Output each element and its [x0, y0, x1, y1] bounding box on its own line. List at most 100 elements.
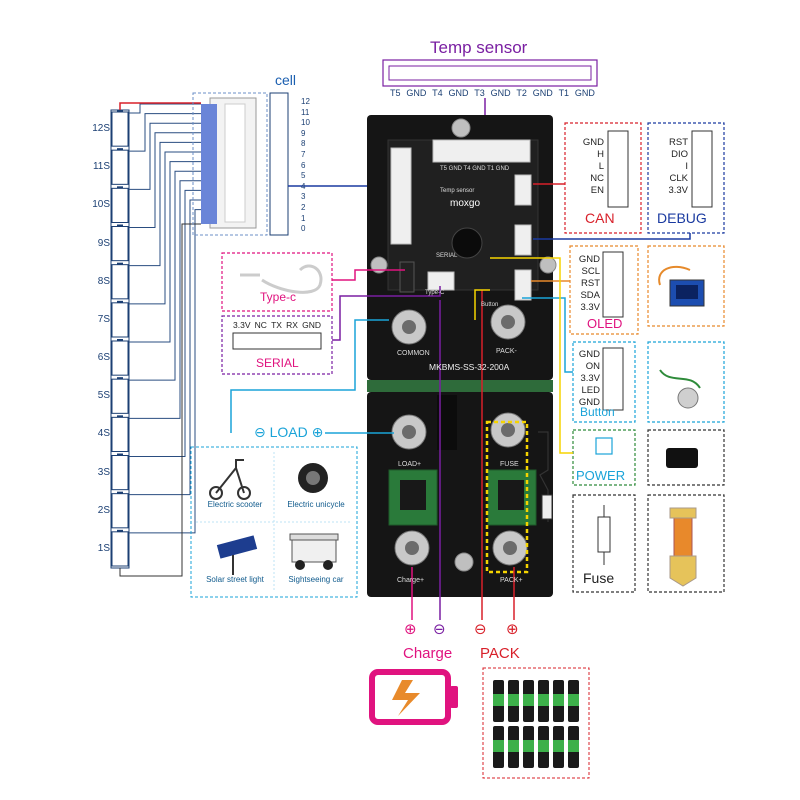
cell-pin-number: 6: [301, 160, 306, 170]
pack-battery-band: [523, 694, 534, 706]
silk-pack-minus: PACK-: [496, 348, 517, 355]
pin-label: RST: [669, 137, 688, 148]
battery-cell-cap: [117, 224, 123, 227]
battery-cell: [111, 531, 129, 567]
cell-pin-number: 2: [301, 203, 306, 212]
balance-wire: [129, 122, 201, 190]
cell-pin-number: 4: [301, 181, 306, 191]
temp-pin-label: GND: [532, 88, 553, 98]
temp-pin-label: T1: [558, 88, 570, 98]
battery-cell-cap: [117, 339, 123, 341]
load-label-group: ⊖ LOAD ⊕: [254, 424, 323, 441]
can-box: [533, 122, 642, 234]
balance-wire: [129, 161, 201, 343]
pack-battery-band: [568, 694, 579, 706]
cell-series-label: 5S: [97, 390, 110, 402]
pin-label: 3.3V: [668, 185, 688, 196]
cell-series-label: 1S: [97, 542, 110, 554]
battery-cell: [111, 455, 129, 491]
battery-cell: [111, 111, 129, 147]
app-electric-scooter: Electric scooter: [207, 500, 263, 509]
cell-series-label: 3S: [97, 466, 110, 478]
cell-series-label: 2S: [97, 504, 110, 516]
fuse-box: [538, 431, 725, 593]
serial-pin-label: NC: [254, 320, 267, 330]
balance-wires: [119, 102, 201, 577]
battery-cell: [111, 149, 129, 185]
balance-wire: [129, 113, 201, 152]
output-wires: [411, 289, 515, 620]
debug-box: [533, 122, 725, 240]
pack-battery-band: [493, 694, 504, 706]
pack-plus-icon: ⊕: [506, 621, 519, 638]
balance-wire: [129, 141, 201, 267]
pack-battery-band: [553, 740, 564, 752]
battery-cell-cap: [117, 262, 123, 265]
debug-title: DEBUG: [657, 210, 707, 226]
load-wire: [230, 319, 389, 433]
cell-title: cell: [275, 72, 297, 88]
fuse-highlight: [485, 420, 529, 574]
silk-serial: SERIAL: [436, 253, 458, 259]
charge-plus-icon: ⊕: [404, 621, 417, 638]
balance-wire: [129, 151, 201, 305]
cell-pin-number: 5: [301, 171, 306, 181]
pack-battery-band: [568, 740, 579, 752]
bms-board: [367, 115, 557, 597]
power-title: POWER: [576, 468, 626, 483]
temp-pin-label: T2: [516, 88, 527, 98]
cell-series-label: 9S: [97, 237, 110, 249]
temp-pin-label: T5: [390, 88, 401, 98]
cell-pin-number: 8: [301, 139, 306, 149]
serial-title: SERIAL: [256, 356, 299, 370]
pin-label: GND: [578, 397, 600, 408]
app-solar-street-light: Solar street light: [206, 575, 264, 584]
oled-box: [531, 245, 725, 335]
cell-series-label: 7S: [97, 313, 110, 325]
balance-wire: [129, 132, 201, 228]
app-electric-unicycle: Electric unicycle: [287, 500, 345, 509]
battery-cell-cap: [117, 377, 123, 380]
typec-title: Type-c: [260, 290, 297, 304]
balance-wire: [129, 199, 201, 496]
can-title: CAN: [585, 210, 615, 226]
balance-wire: [129, 103, 201, 114]
silk-charge-plus: Charge+: [397, 577, 425, 584]
fuse-title: Fuse: [583, 570, 615, 586]
battery-cell-cap: [117, 415, 123, 418]
load-label: LOAD: [269, 424, 308, 440]
pack-minus-icon: ⊖: [474, 621, 487, 638]
silk-temp-sensor: Temp sensor: [440, 188, 475, 194]
cell-pin-number: 10: [301, 118, 310, 128]
pin-label: GND: [578, 349, 600, 360]
balance-wire: [129, 189, 201, 457]
silk-pack-plus: PACK+: [500, 577, 523, 584]
serial-pin-label: TX: [271, 320, 282, 330]
cell-series-label: 4S: [97, 428, 110, 440]
silk-common: COMMON: [397, 350, 430, 357]
temp-pin-label: GND: [406, 88, 427, 98]
balance-wire: [129, 209, 201, 534]
pack-label: PACK: [480, 645, 520, 662]
temp-sensor-title: Temp sensor: [430, 38, 528, 57]
cell-series-label: 10S: [92, 199, 110, 211]
pin-label: H: [597, 149, 604, 160]
board-model: MKBMS-SS-32-200A: [429, 362, 510, 372]
silk-button: Button: [481, 302, 499, 308]
pack-battery-band: [493, 740, 504, 752]
charger-battery-icon: [369, 669, 458, 725]
cell-pin-number: 12: [301, 97, 310, 106]
button-box: [522, 297, 725, 423]
pin-label: CLK: [669, 173, 688, 184]
cell-pin-number: 7: [301, 150, 306, 159]
pack-battery-band: [508, 694, 519, 706]
temp-pin-label: GND: [574, 88, 595, 98]
pack-battery-band: [538, 694, 549, 706]
cell-connector: [192, 92, 370, 236]
battery-cell: [111, 493, 129, 529]
